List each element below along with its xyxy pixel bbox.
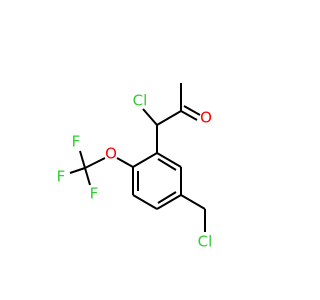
ring-double-bond-inner-c1-c2 (157, 158, 177, 171)
bond-cf3-to-f-top (79, 150, 86, 169)
bond-chcl-to-cl (142, 108, 158, 126)
bond-ether-oxygen-to-cf3 (84, 157, 106, 169)
ring-bond-c1-c2 (156, 152, 182, 168)
atom-label-chlorine-benzyl: Cl (198, 233, 213, 251)
ring-bond-c3-c4 (156, 194, 182, 210)
atom-label-oxygen-ketone: O (200, 109, 212, 127)
bond-cf3-to-f-bottom (84, 167, 91, 186)
bond-cf3-to-f-left (69, 167, 86, 174)
bond-carbonyl-to-oxygen-1 (180, 110, 198, 121)
atom-label-fluorine-left: F (57, 168, 66, 186)
ring-bond-c6-c1 (132, 152, 158, 168)
bond-chcl-to-carbonyl (156, 110, 182, 126)
ring-double-bond-inner-c3-c4 (157, 191, 177, 204)
atom-label-fluorine-top: F (72, 133, 81, 151)
bond-carbonyl-to-oxygen-2 (183, 105, 201, 116)
bond-lines (69, 83, 206, 232)
bond-ring-to-ether-oxygen (116, 157, 134, 168)
chemical-structure-diagram: Cl O O F F F Cl (57, 83, 213, 251)
atom-label-chlorine-alpha: Cl (133, 92, 148, 110)
ring-bond-c4-c5 (132, 194, 158, 210)
atom-labels: Cl O O F F F Cl (57, 92, 213, 251)
atom-label-fluorine-bottom: F (90, 185, 99, 203)
bond-ring-to-ch2 (180, 194, 206, 210)
atom-label-oxygen-ether: O (105, 145, 117, 163)
